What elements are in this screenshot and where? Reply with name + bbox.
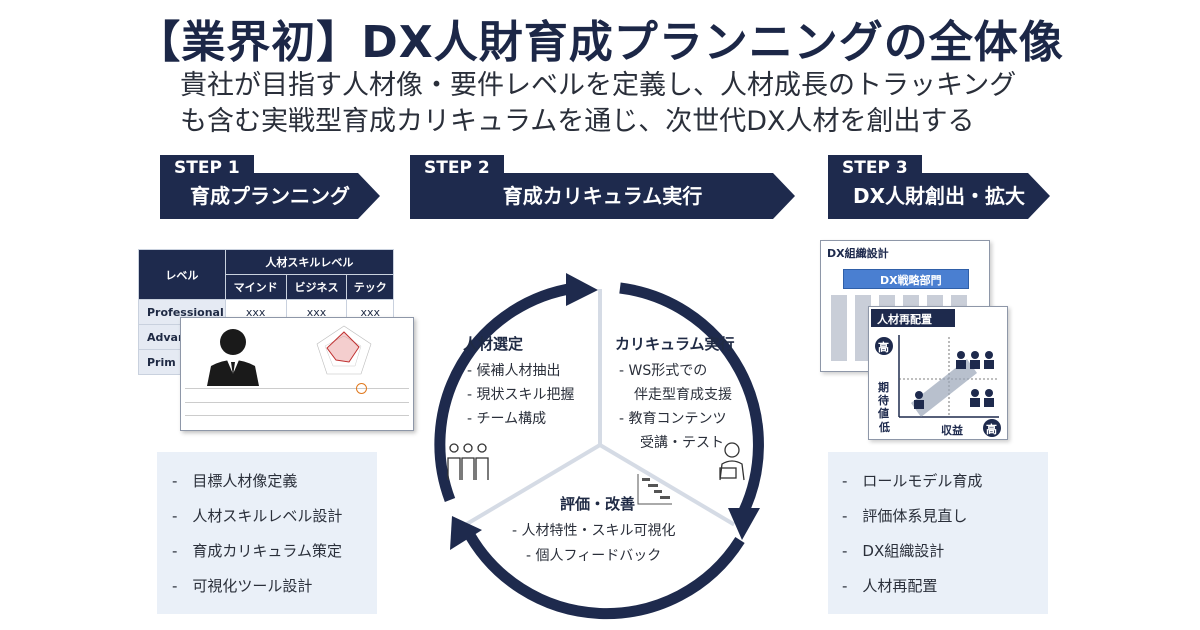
person-avatar-icon [207,329,259,386]
team-icon [447,443,489,480]
radar-chart-icon [316,325,372,375]
selection-item: - チーム構成 [467,411,547,427]
table-col-business: ビジネス [285,274,348,300]
arrowhead-icon [728,508,760,540]
subtitle-line-1: 貴社が目指す人材像・要件レベルを定義し、人材成長のトラッキング [180,70,1017,101]
reallocation-card: 人材再配置 高 期待値 低 収益 高 [868,306,1008,440]
cycle-arc-left [434,282,576,502]
axis-low-label: 低 [879,421,890,434]
step1-list-item: - 目標人材像定義 [172,472,298,490]
curriculum-item: 受講・テスト [640,435,724,451]
profile-card [180,317,414,431]
cycle-arc-bottom [461,525,745,620]
evaluation-item: - 個人フィードバック [526,548,662,564]
table-group-header: 人材スキルレベル [224,249,395,275]
arrowhead-icon [450,516,482,550]
table-level-header: レベル [138,249,226,300]
org-design-title: DX組織設計 [827,247,889,260]
scatter-people-icon [898,335,999,418]
evaluation-item: - 人材特性・スキル可視化 [512,523,676,539]
selection-item: - 候補人材抽出 [467,363,561,379]
page-subtitle: 貴社が目指す人材像・要件レベルを定義し、人材成長のトラッキング も含む実戦型育成… [180,68,1080,140]
table-col-tech: テック [346,274,394,300]
curriculum-item: - WS形式での [619,363,708,379]
cycle-diagram [434,273,764,620]
selection-title: 人材選定 [463,335,524,353]
curriculum-title: カリキュラム実行 [615,335,735,353]
step3-list-item: - ロールモデル育成 [842,472,983,490]
step1-arrow: 育成プランニング [160,173,380,219]
evaluation-title: 評価・改善 [560,495,636,513]
curriculum-item: 伴走型育成支援 [634,387,732,403]
curriculum-item: - 教育コンテンツ [619,411,727,427]
x-axis-label: 収益 [941,424,963,437]
step1-list-item: - 育成カリキュラム策定 [172,542,342,560]
step3-arrow: DX人財創出・拡大 [828,173,1050,219]
instructor-icon [719,442,745,481]
gantt-chart-icon [637,474,672,505]
step2-arrow: 育成カリキュラム実行 [410,173,795,219]
step1-panel [157,452,377,614]
step3-list-item: - DX組織設計 [842,542,945,560]
step3-panel [828,452,1048,614]
y-axis-label: 期待値 [878,381,889,420]
dept-label: DX戦略部門 [880,274,942,287]
arrowhead-icon [566,273,598,306]
dept-bar: DX戦略部門 [843,269,969,289]
table-col-mind: マインド [224,274,287,300]
cycle-arc-right [619,282,764,518]
step1-list-item: - 可視化ツール設計 [172,577,313,595]
step1-list-item: - 人材スキルレベル設計 [172,507,343,525]
axis-high-label: 高 [878,341,889,354]
subtitle-line-2: も含む実戦型育成カリキュラムを通じ、次世代DX人材を創出する [180,106,975,137]
page-title: 【業界初】DX人財育成プランニングの全体像 [136,17,1064,68]
step3-list-item: - 人材再配置 [842,577,938,595]
axis-high-label-2: 高 [986,423,997,436]
step3-list-item: - 評価体系見直し [842,507,968,525]
selection-item: - 現状スキル把握 [467,387,575,403]
reallocation-title: 人材再配置 [877,313,932,326]
